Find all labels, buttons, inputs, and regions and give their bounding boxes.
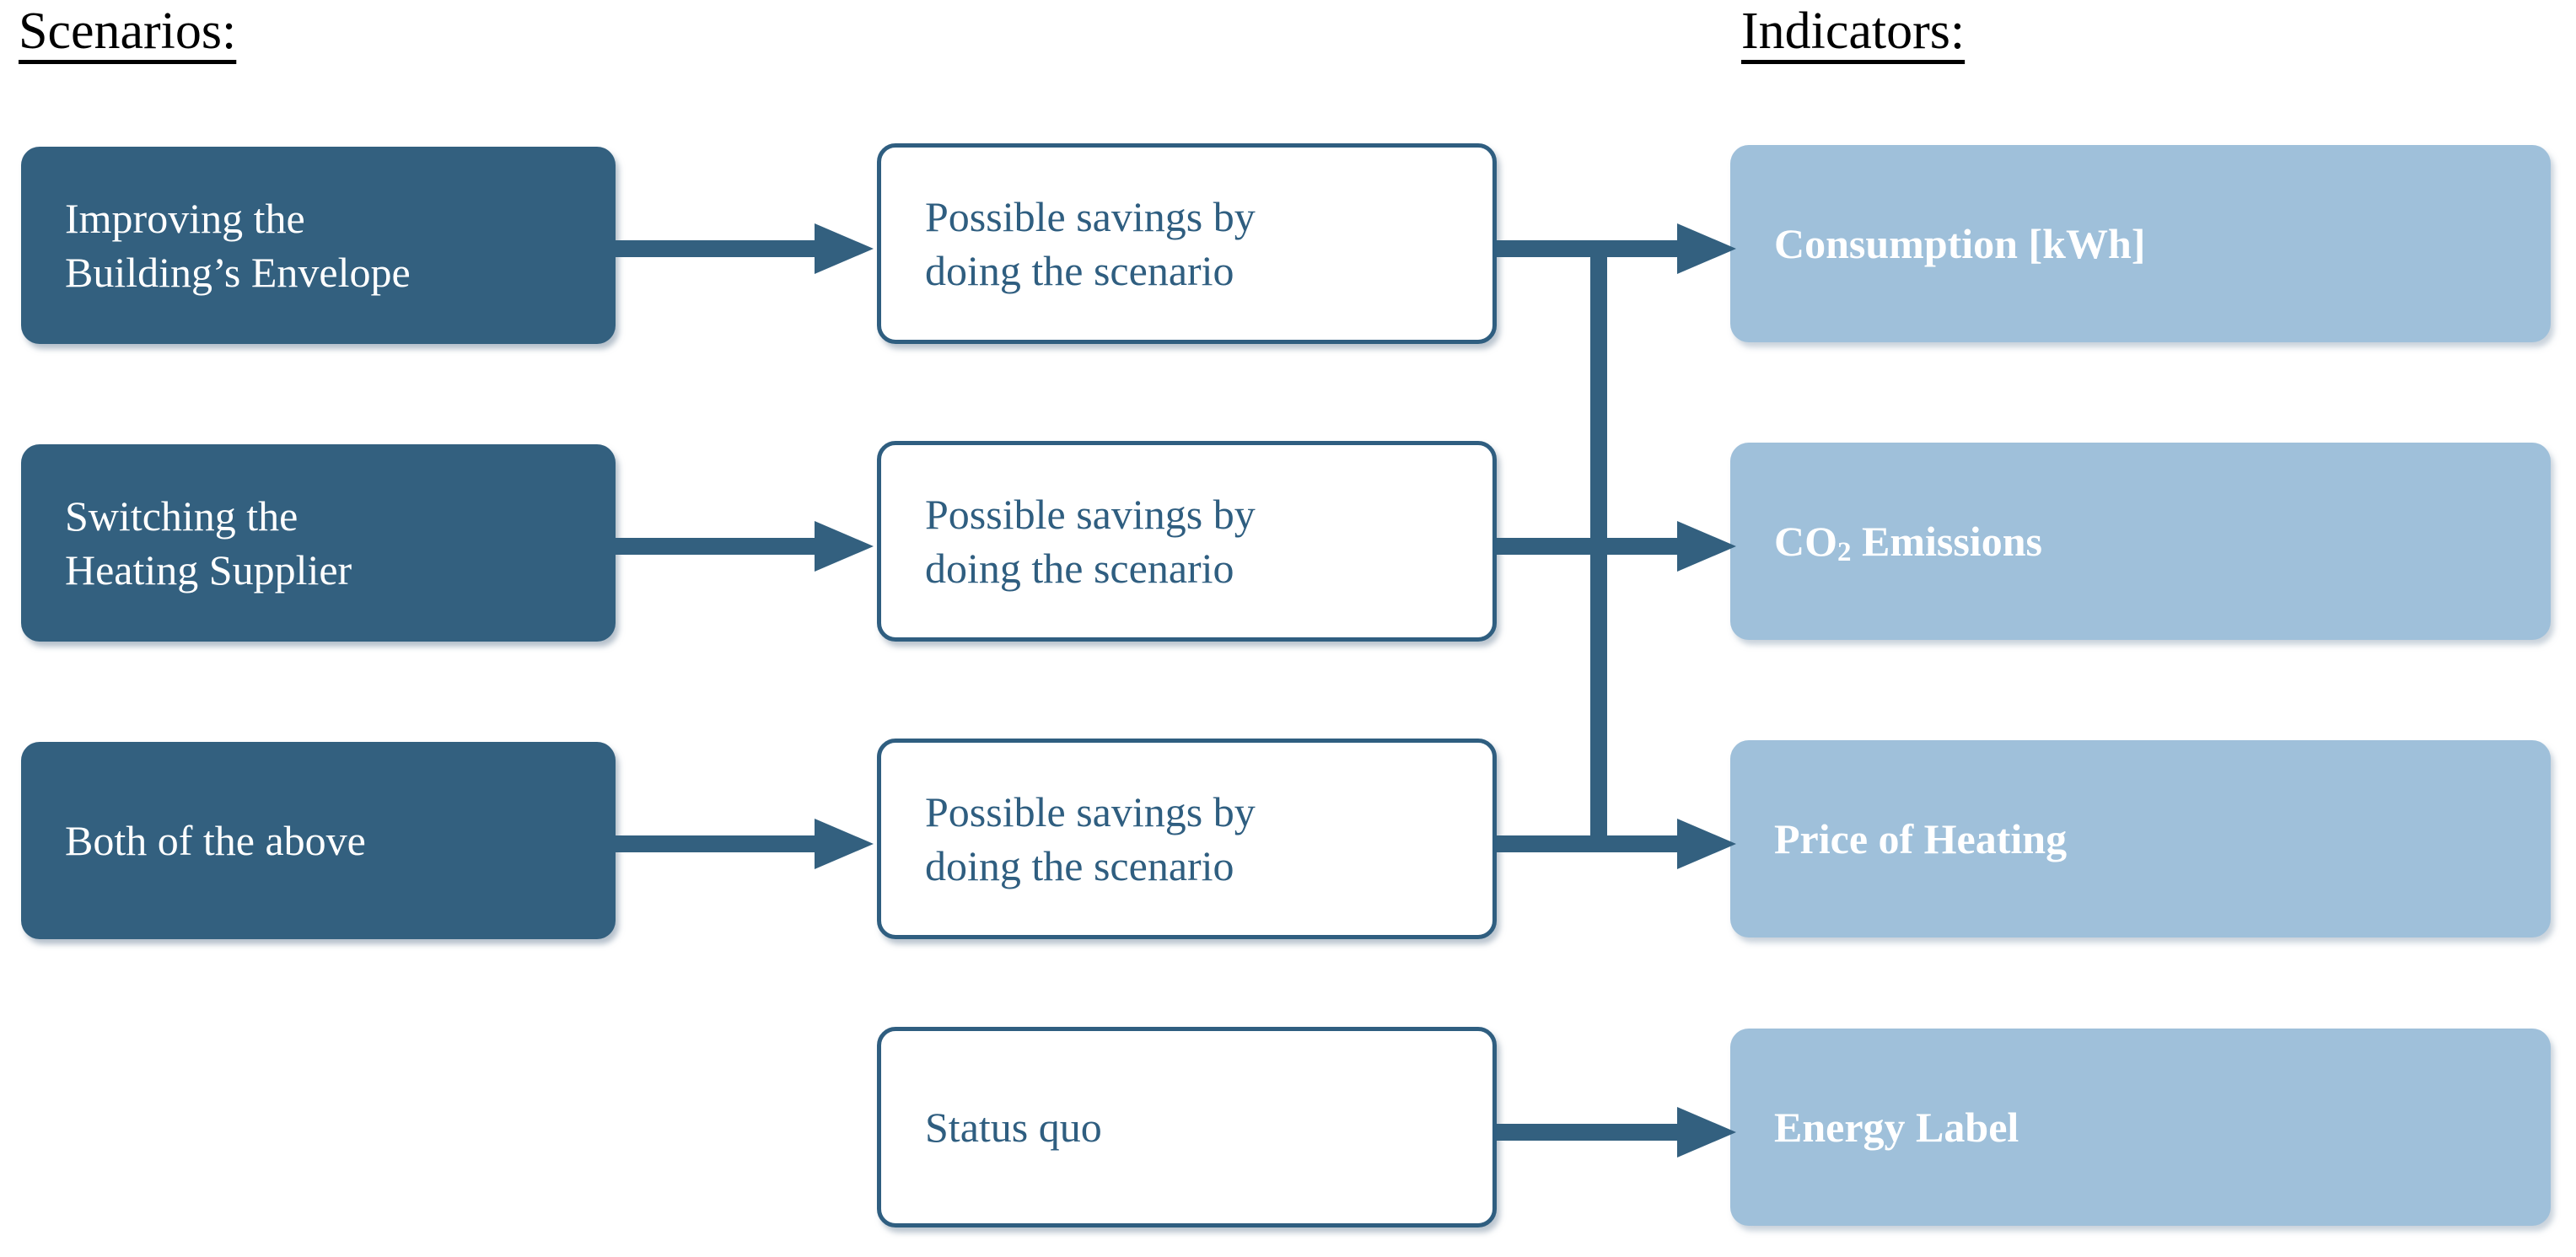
savings-label: Possible savings by doing the scenario — [925, 491, 1256, 592]
arrow-savings-2-to-indicator-co2 — [1497, 513, 1741, 580]
indicator-label: Consumption [kWh] — [1774, 220, 2146, 267]
scenario-label: Both of the above — [65, 817, 366, 864]
scenario-box-improving-envelope[interactable]: Improving the Building’s Envelope — [21, 147, 616, 344]
arrow-savings-3-to-indicator-price — [1497, 810, 1741, 878]
savings-label: Possible savings by doing the scenario — [925, 193, 1256, 294]
scenario-label: Improving the Building’s Envelope — [65, 195, 411, 296]
arrow-status-quo-to-indicator-energy-label — [1497, 1099, 1741, 1166]
arrow-scenario-2-to-savings-2 — [616, 513, 879, 580]
indicator-box-consumption[interactable]: Consumption [kWh] — [1730, 145, 2551, 342]
savings-label: Status quo — [925, 1104, 1102, 1151]
indicator-label: Energy Label — [1774, 1104, 2019, 1151]
arrow-scenario-3-to-savings-3 — [616, 810, 879, 878]
vertical-join-line — [1590, 240, 1611, 852]
page-title-indicators: Indicators: — [1741, 3, 1966, 60]
scenario-label: Switching the Heating Supplier — [65, 492, 352, 594]
indicator-box-energy-label[interactable]: Energy Label — [1730, 1029, 2551, 1226]
arrow-savings-1-to-indicator-consumption — [1497, 215, 1741, 282]
scenario-box-both-of-the-above[interactable]: Both of the above — [21, 742, 616, 939]
indicator-label: Price of Heating — [1774, 815, 2068, 862]
arrow-scenario-1-to-savings-1 — [616, 215, 879, 282]
indicator-box-price-of-heating[interactable]: Price of Heating — [1730, 740, 2551, 937]
savings-box-3[interactable]: Possible savings by doing the scenario — [877, 739, 1497, 939]
page-title-scenarios: Scenarios: — [19, 3, 237, 60]
savings-box-1[interactable]: Possible savings by doing the scenario — [877, 143, 1497, 344]
savings-box-2[interactable]: Possible savings by doing the scenario — [877, 441, 1497, 642]
savings-label: Possible savings by doing the scenario — [925, 788, 1256, 889]
indicator-label: CO2 Emissions — [1774, 518, 2042, 568]
scenario-box-switching-heating-supplier[interactable]: Switching the Heating Supplier — [21, 444, 616, 642]
savings-box-status-quo[interactable]: Status quo — [877, 1027, 1497, 1227]
indicator-box-co2-emissions[interactable]: CO2 Emissions — [1730, 443, 2551, 640]
